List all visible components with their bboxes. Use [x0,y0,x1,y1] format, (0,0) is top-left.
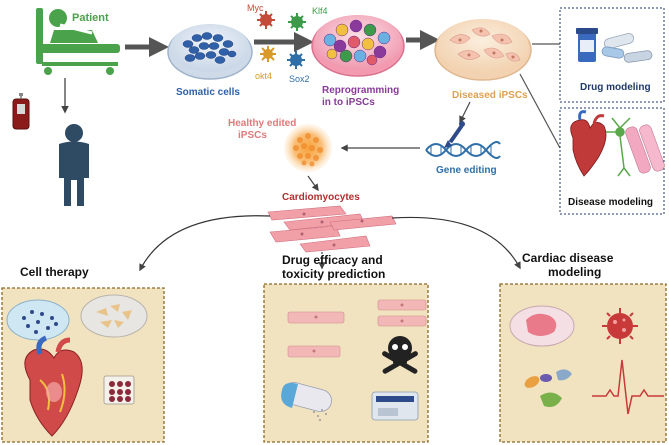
arrow-to-cardiac-disease [391,216,521,270]
gene-editing-label: Gene editing [436,165,497,176]
healthy-edited-label-line1: Healthy edited [228,118,296,129]
plate-reader-icon [371,391,419,421]
drug-capsule-icon [281,381,332,421]
cell-therapy-title: Cell therapy [20,265,89,279]
cardiac-disease-title-line1: Cardiac disease [522,251,614,265]
muscle-fiber-icon [625,124,665,174]
cell-therapy-tan-dish [80,294,148,338]
drug-modeling-label: Drug modeling [580,82,651,93]
pill-bottle-icon [576,28,598,62]
reprogramming-label-line1: Reprogramming [322,85,399,96]
patient-label: Patient [72,12,109,24]
gene-editing-pen-icon [444,121,465,148]
okt4-label: okt4 [255,71,272,81]
neuron-icon [606,117,631,177]
patient-bed-icon [36,8,120,75]
diseased-ipscs-dish [434,19,532,81]
cell-therapy-heart-icon [24,335,83,437]
myc-label: Myc [247,3,264,13]
capsule-icon [601,33,653,63]
organelles-icon [524,369,572,407]
blood-bag-icon [12,93,30,130]
cardiac-disease-dish [509,305,575,347]
healthy-ipscs-cluster-icon [284,124,332,172]
connector-to-disease-modeling [519,73,561,149]
drug-efficacy-title-line1: Drug efficacy and [282,253,383,267]
cardiomyocytes-label: Cardiomyocytes [282,192,360,203]
disease-modeling-label: Disease modeling [568,197,653,208]
sox2-label: Sox2 [289,74,310,84]
sox2-factor-icon [287,51,305,69]
klf4-factor-icon [288,13,306,31]
healthy-edited-label-line2: iPSCs [238,130,267,141]
reprogramming-label-line2: in to iPSCs [322,97,375,108]
heart-icon [570,110,607,177]
myc-factor-icon [257,11,275,29]
virus-icon [602,308,638,344]
cardiac-disease-title-line2: modeling [548,265,601,279]
dna-icon [425,141,501,159]
cell-therapy-well-plate-icon [103,375,135,405]
drug-efficacy-title-line2: toxicity prediction [282,267,385,281]
cell-therapy-blue-dish [6,299,70,341]
arrow-diseased-to-gene-editing [459,101,471,124]
somatic-cells-dish [167,24,253,80]
arrow-to-cell-therapy [139,215,271,272]
ecg-trace-icon [592,359,664,415]
somatic-cells-label: Somatic cells [176,87,240,98]
arrow-healthy-to-cardiomyocytes [307,175,319,192]
diseased-ipscs-label: Diseased iPSCs [452,90,528,101]
person-icon [59,124,89,206]
cardiac-disease-panel [499,283,667,443]
skull-crossbones-icon [382,336,418,374]
okt4-factor-icon [260,46,276,62]
cardiomyocytes-cells-icon [267,205,397,253]
reprogramming-dish [311,15,405,77]
klf4-label: Klf4 [312,6,328,16]
